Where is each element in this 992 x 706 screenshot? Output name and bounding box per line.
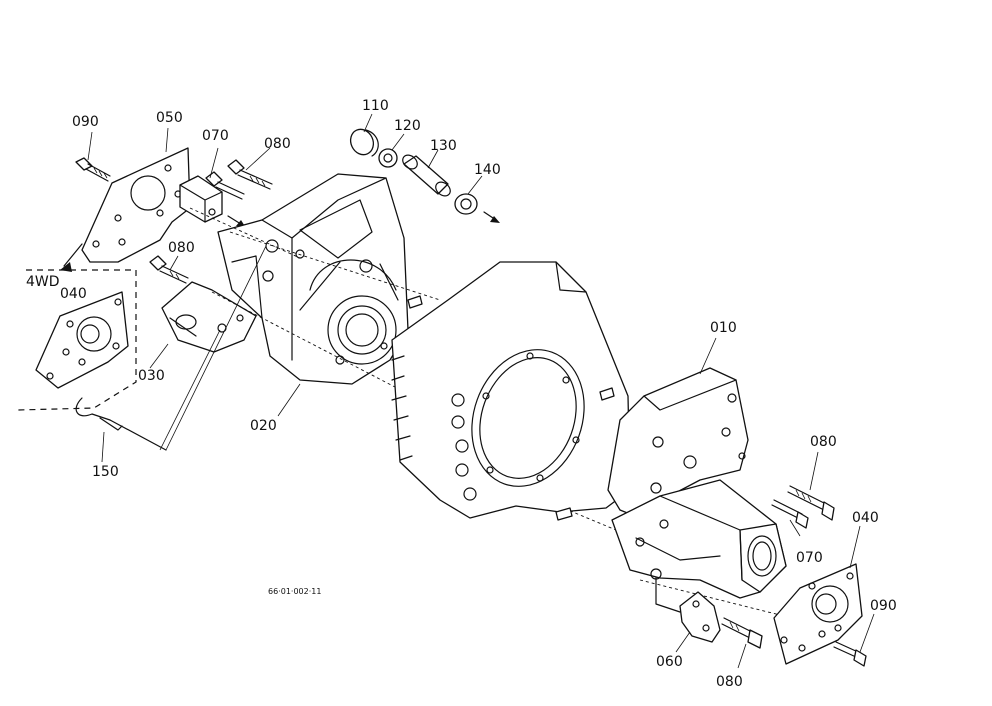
plate-040-left [35, 291, 129, 389]
label-050: 050 [156, 110, 183, 126]
transmission-case [391, 261, 631, 519]
bolt-080-bottom [721, 617, 763, 649]
label-080-mid: 080 [168, 240, 195, 256]
label-120: 120 [394, 118, 421, 134]
label-040-left: 040 [60, 286, 87, 302]
label-080-right: 080 [810, 434, 837, 450]
label-070-top: 070 [202, 128, 229, 144]
housing-020 [217, 173, 409, 385]
leader-lines-right [675, 337, 875, 669]
label-150: 150 [92, 464, 119, 480]
cap-110 [349, 128, 379, 157]
dowel-pins [407, 295, 615, 521]
label-130: 130 [430, 138, 457, 154]
bolt-080-mid [149, 255, 189, 284]
label-140: 140 [474, 162, 501, 178]
drawing-number: 66·01·002·11 [268, 587, 321, 596]
key-070-right [771, 499, 809, 529]
direction-arrow-right [483, 211, 500, 223]
label-090-right: 090 [870, 598, 897, 614]
cover-010 [607, 367, 749, 519]
washer-120 [378, 148, 398, 168]
label-060: 060 [656, 654, 683, 670]
key-070-top [179, 175, 223, 223]
label-030: 030 [138, 368, 165, 384]
seal-140 [454, 193, 478, 215]
sleeve-130 [402, 154, 451, 197]
label-110: 110 [362, 98, 389, 114]
bolt-090-right [833, 641, 867, 667]
label-4wd: 4WD [26, 274, 60, 290]
label-080-bottom: 080 [716, 674, 743, 690]
plate-040-right [773, 563, 863, 665]
label-040-right: 040 [852, 510, 879, 526]
bracket-outline-060 [655, 577, 681, 613]
plate-060 [679, 591, 721, 643]
leader-lines-left [87, 113, 483, 463]
housing-right [611, 479, 787, 599]
label-020: 020 [250, 418, 277, 434]
label-070-right: 070 [796, 550, 823, 566]
plate-050 [81, 147, 191, 263]
label-080-top: 080 [264, 136, 291, 152]
bracket-030 [161, 281, 257, 353]
bolt-080-right [787, 485, 835, 521]
4wd-variant-box [17, 243, 137, 411]
bolts-080-top [205, 159, 273, 200]
dipstick-150 [75, 397, 167, 451]
bolt-090-left [75, 157, 111, 182]
label-010: 010 [710, 320, 737, 336]
label-090-left: 090 [72, 114, 99, 130]
